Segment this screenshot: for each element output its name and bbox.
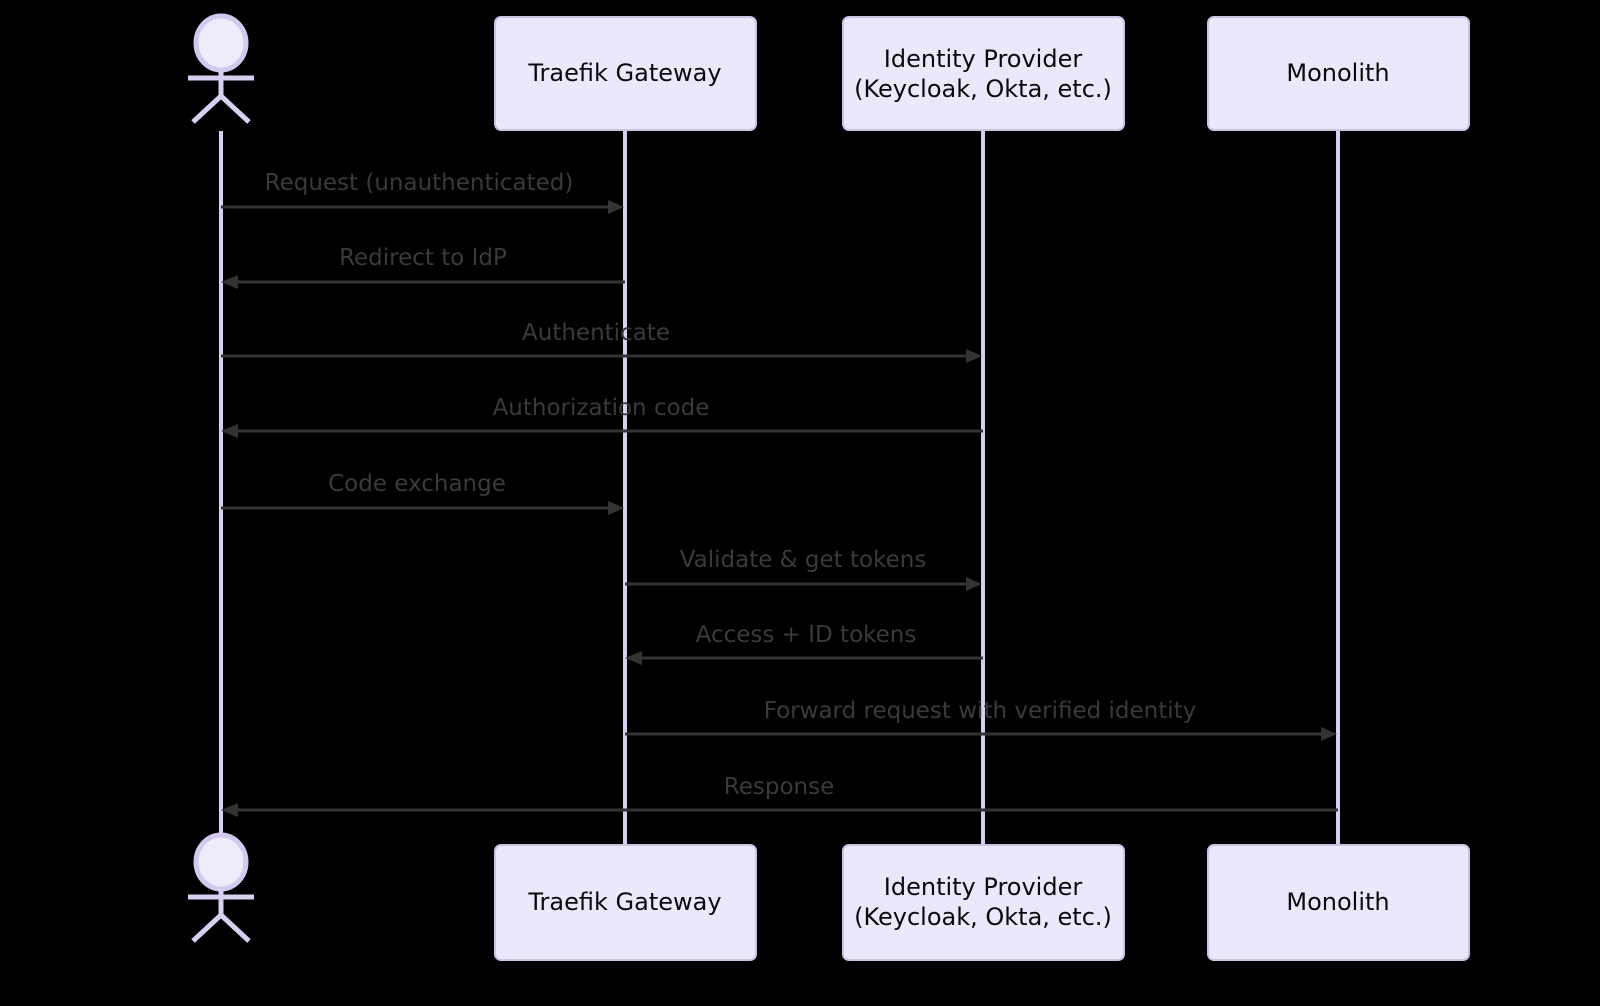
participant-footer-idp-bottom[interactable]: Identity Provider (Keycloak, Okta, etc.) — [842, 844, 1125, 961]
message-6-arrowhead-right — [966, 577, 982, 591]
participant-header-idp-top[interactable]: Identity Provider (Keycloak, Okta, etc.) — [842, 16, 1125, 131]
participant-box-idp-top[interactable] — [842, 16, 1125, 131]
participant-label-idp-top-line1: Identity Provider — [884, 45, 1083, 73]
message-2-redirect-to-idp[interactable]: Redirect to IdP — [221, 245, 625, 289]
message-1-arrowhead-right — [608, 200, 624, 214]
actor-head-icon — [193, 13, 249, 73]
message-5-arrowhead-right — [608, 501, 624, 515]
message-2-arrowhead-left — [221, 275, 238, 289]
lifelines-group — [219, 131, 1340, 845]
message-5-code-exchange[interactable]: Code exchange — [221, 471, 624, 515]
participant-footer-traefik-bottom[interactable]: Traefik Gateway — [494, 844, 757, 961]
message-7-access-id-tokens[interactable]: Access + ID tokens — [625, 622, 983, 665]
participant-box-monolith-top[interactable] — [1207, 16, 1470, 131]
message-9-response[interactable]: Response — [221, 774, 1338, 817]
message-3-authenticate[interactable]: Authenticate — [221, 320, 982, 363]
participant-label-monolith-bottom: Monolith — [1286, 888, 1389, 916]
participant-footer-monolith-bottom[interactable]: Monolith — [1207, 844, 1470, 961]
participant-box-traefik-bottom[interactable] — [494, 844, 757, 961]
message-3-label: Authenticate — [522, 320, 670, 346]
message-4-arrowhead-left — [221, 424, 238, 438]
participant-box-monolith-bottom[interactable] — [1207, 844, 1470, 961]
participant-label-idp-top-line2: (Keycloak, Okta, etc.) — [854, 75, 1112, 103]
actor-leg-left-top — [191, 94, 223, 124]
participant-label-monolith-top: Monolith — [1286, 59, 1389, 87]
message-3-arrowhead-right — [966, 349, 982, 363]
message-6-validate-get-tokens[interactable]: Validate & get tokens — [625, 547, 982, 591]
participant-header-traefik-top[interactable]: Traefik Gateway — [494, 16, 757, 131]
message-5-label: Code exchange — [328, 471, 506, 497]
message-8-label: Forward request with verified identity — [764, 698, 1197, 724]
participant-header-monolith-top[interactable]: Monolith — [1207, 16, 1470, 131]
participant-label-idp-bottom-line1: Identity Provider — [884, 873, 1083, 901]
participant-label-traefik-bottom: Traefik Gateway — [527, 888, 721, 916]
message-7-arrowhead-left — [625, 651, 642, 665]
participant-label-idp-bottom-line2: (Keycloak, Okta, etc.) — [854, 903, 1112, 931]
participant-box-idp-bottom[interactable] — [842, 844, 1125, 961]
participant-header-actor-top[interactable] — [188, 13, 254, 124]
message-9-arrowhead-left — [221, 803, 238, 817]
message-1-request-unauthenticated[interactable]: Request (unauthenticated) — [221, 170, 624, 214]
message-6-label: Validate & get tokens — [680, 547, 927, 573]
message-4-authorization-code[interactable]: Authorization code — [221, 395, 983, 438]
message-9-label: Response — [724, 774, 834, 800]
actor-leg-right-bottom — [219, 913, 251, 943]
participant-footer-actor-bottom[interactable] — [188, 832, 254, 943]
actor-leg-right-top — [219, 94, 251, 124]
participant-label-traefik-top: Traefik Gateway — [527, 59, 721, 87]
actor-leg-left-bottom — [191, 913, 223, 943]
message-8-forward-request-verified-identity[interactable]: Forward request with verified identity — [625, 698, 1337, 741]
message-1-label: Request (unauthenticated) — [265, 170, 574, 196]
message-7-label: Access + ID tokens — [696, 622, 917, 648]
message-4-label: Authorization code — [493, 395, 710, 421]
message-2-label: Redirect to IdP — [339, 245, 507, 271]
message-8-arrowhead-right — [1321, 727, 1337, 741]
actor-head-icon-bottom — [193, 832, 249, 892]
participant-box-traefik-top[interactable] — [494, 16, 757, 131]
messages-group: Request (unauthenticated) Redirect to Id… — [221, 170, 1338, 817]
